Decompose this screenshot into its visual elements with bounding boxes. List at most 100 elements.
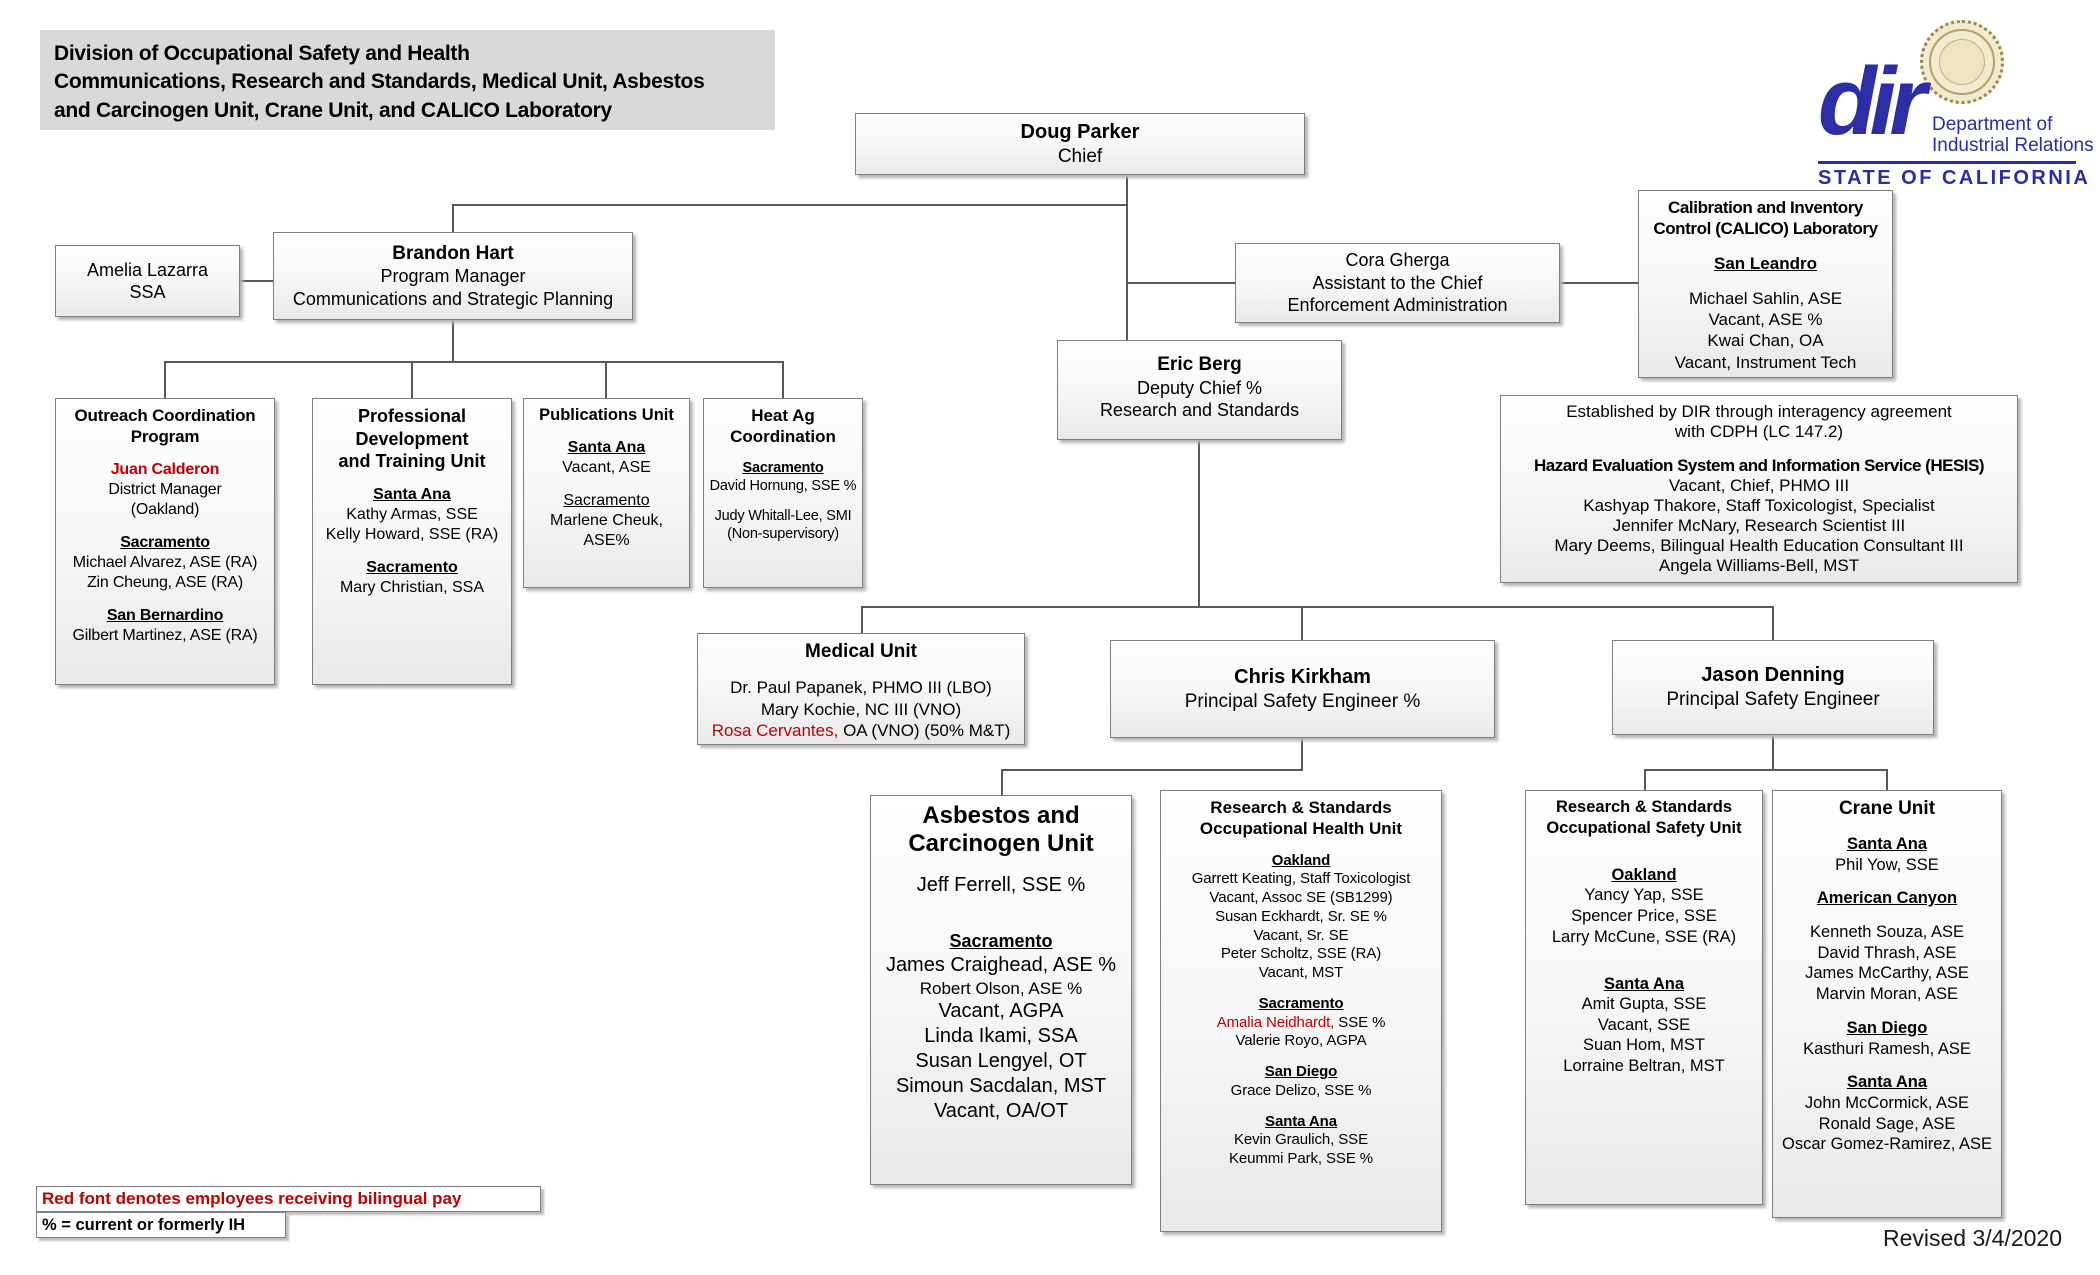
- dir-wordmark: dir: [1818, 48, 1927, 155]
- org-line: [1532, 851, 1756, 864]
- org-line: Kenneth Souza, ASE: [1809, 923, 1965, 942]
- org-line: Gilbert Martinez, ASE (RA): [72, 626, 258, 644]
- org-line-segment: Rosa Cervantes,: [711, 720, 839, 740]
- org-line: Phil Yow, SSE: [1835, 855, 1939, 874]
- org-line: (Non-supervisory): [727, 526, 839, 543]
- org-line: Calibration and Inventory: [1668, 198, 1863, 217]
- org-line: Spencer Price, SSE: [1571, 906, 1717, 925]
- org-line: Mary Deems, Bilingual Health Education C…: [1554, 535, 1964, 555]
- org-line: [1507, 442, 2011, 456]
- org-line: Division of Occupational Safety and Heal…: [54, 42, 470, 65]
- org-line: Principal Safety Engineer %: [1184, 690, 1421, 712]
- org-line-segment: OA (VNO) (50% M&T): [838, 720, 1011, 740]
- org-line: ASE%: [583, 532, 630, 550]
- connector-line: [1772, 735, 1774, 771]
- org-line: Dr. Paul Papanek, PHMO III (LBO): [730, 678, 992, 698]
- state-of-california-text: STATE OF CALIFORNIA: [1818, 167, 2091, 189]
- org-line: Amalia Neidhardt, SSE %: [1167, 1014, 1435, 1033]
- connector-line: [1560, 282, 1638, 284]
- org-line: Mary Kochie, NC III (VNO): [760, 699, 962, 719]
- org-line: [1532, 838, 1756, 851]
- page-title: Division of Occupational Safety and Heal…: [40, 30, 775, 130]
- org-line: Michael Sahlin, ASE: [1688, 288, 1843, 308]
- org-line: Deputy Chief %: [1136, 377, 1263, 398]
- org-line: [1167, 1051, 1435, 1063]
- org-line: Santa Ana: [1265, 1112, 1337, 1130]
- org-line: [319, 473, 505, 486]
- org-line: Juan Calderon: [110, 461, 220, 479]
- org-line: Oscar Gomez-Ramirez, ASE: [1782, 1135, 1992, 1154]
- org-line: San Diego: [1846, 1018, 1928, 1037]
- connector-line: [1644, 769, 1646, 791]
- org-line: James Craighead, ASE %: [885, 953, 1117, 976]
- org-line: SSA: [129, 282, 166, 302]
- org-line: Jennifer McNary, Research Scientist III: [1612, 515, 1906, 535]
- org-line: Crane Unit: [1838, 798, 1936, 819]
- org-line: Brandon Hart: [392, 242, 514, 264]
- org-line: [877, 898, 1125, 914]
- org-line: Linda Ikami, SSA: [924, 1024, 1078, 1047]
- connector-line: [782, 361, 784, 399]
- org-line: Grace Delizo, SSE %: [1230, 1081, 1372, 1099]
- org-line: David Hornung, SSE %: [709, 478, 857, 495]
- org-line: Sacramento: [949, 931, 1053, 952]
- org-line: Publications Unit: [539, 406, 674, 424]
- org-line: [62, 448, 268, 461]
- org-line: Larry McCune, SSE (RA): [1551, 927, 1737, 946]
- org-line: Vacant, Assoc SE (SB1299): [1209, 889, 1393, 906]
- org-line: Angela Williams-Bell, MST: [1658, 555, 1860, 575]
- org-line: Occupational Health Unit: [1199, 819, 1403, 839]
- org-line: District Manager: [108, 481, 222, 499]
- org-line: Vacant, Sr. SE: [1253, 926, 1349, 944]
- org-line: Susan Lengyel, OT: [915, 1049, 1087, 1072]
- connector-line: [411, 361, 413, 399]
- org-line: Judy Whitall-Lee, SMI: [714, 507, 852, 524]
- org-line: Professional: [357, 406, 467, 426]
- org-line: [1779, 1059, 1995, 1072]
- org-line: with CDPH (LC 147.2): [1674, 422, 1844, 442]
- org-line: Michael Alvarez, ASE (RA): [72, 554, 258, 572]
- org-line: Carcinogen Unit: [908, 829, 1094, 857]
- connector-line: [1126, 282, 1236, 284]
- org-line: San Diego: [1264, 1063, 1338, 1080]
- org-line: Vacant, SSE: [1597, 1015, 1691, 1034]
- org-line: [877, 857, 1125, 873]
- connector-line: [1886, 769, 1888, 791]
- org-line: Ronald Sage, ASE: [1818, 1114, 1956, 1133]
- org-line: [1779, 875, 1995, 888]
- org-line: Suan Hom, MST: [1583, 1036, 1705, 1055]
- org-line: [1167, 840, 1435, 852]
- connector-line: [1126, 204, 1128, 341]
- org-line: Communications and Strategic Planning: [292, 288, 614, 309]
- org-line: David Thrash, ASE: [1817, 943, 1957, 962]
- org-line: Jeff Ferrell, SSE %: [916, 874, 1086, 897]
- org-line: Simoun Sacdalan, MST: [895, 1074, 1107, 1097]
- org-line: Coordination: [730, 427, 836, 447]
- connector-line: [1001, 769, 1003, 796]
- org-line: [708, 448, 858, 460]
- legend-bilingual-note: Red font denotes employees receiving bil…: [36, 1186, 541, 1212]
- org-line: Yancy Yap, SSE: [1584, 886, 1704, 905]
- org-line: [1779, 909, 1995, 922]
- org-box-content: Established by DIR through interagency a…: [1507, 402, 2011, 576]
- connector-line: [1198, 440, 1200, 608]
- org-line: and Carcinogen Unit, Crane Unit, and CAL…: [54, 98, 612, 122]
